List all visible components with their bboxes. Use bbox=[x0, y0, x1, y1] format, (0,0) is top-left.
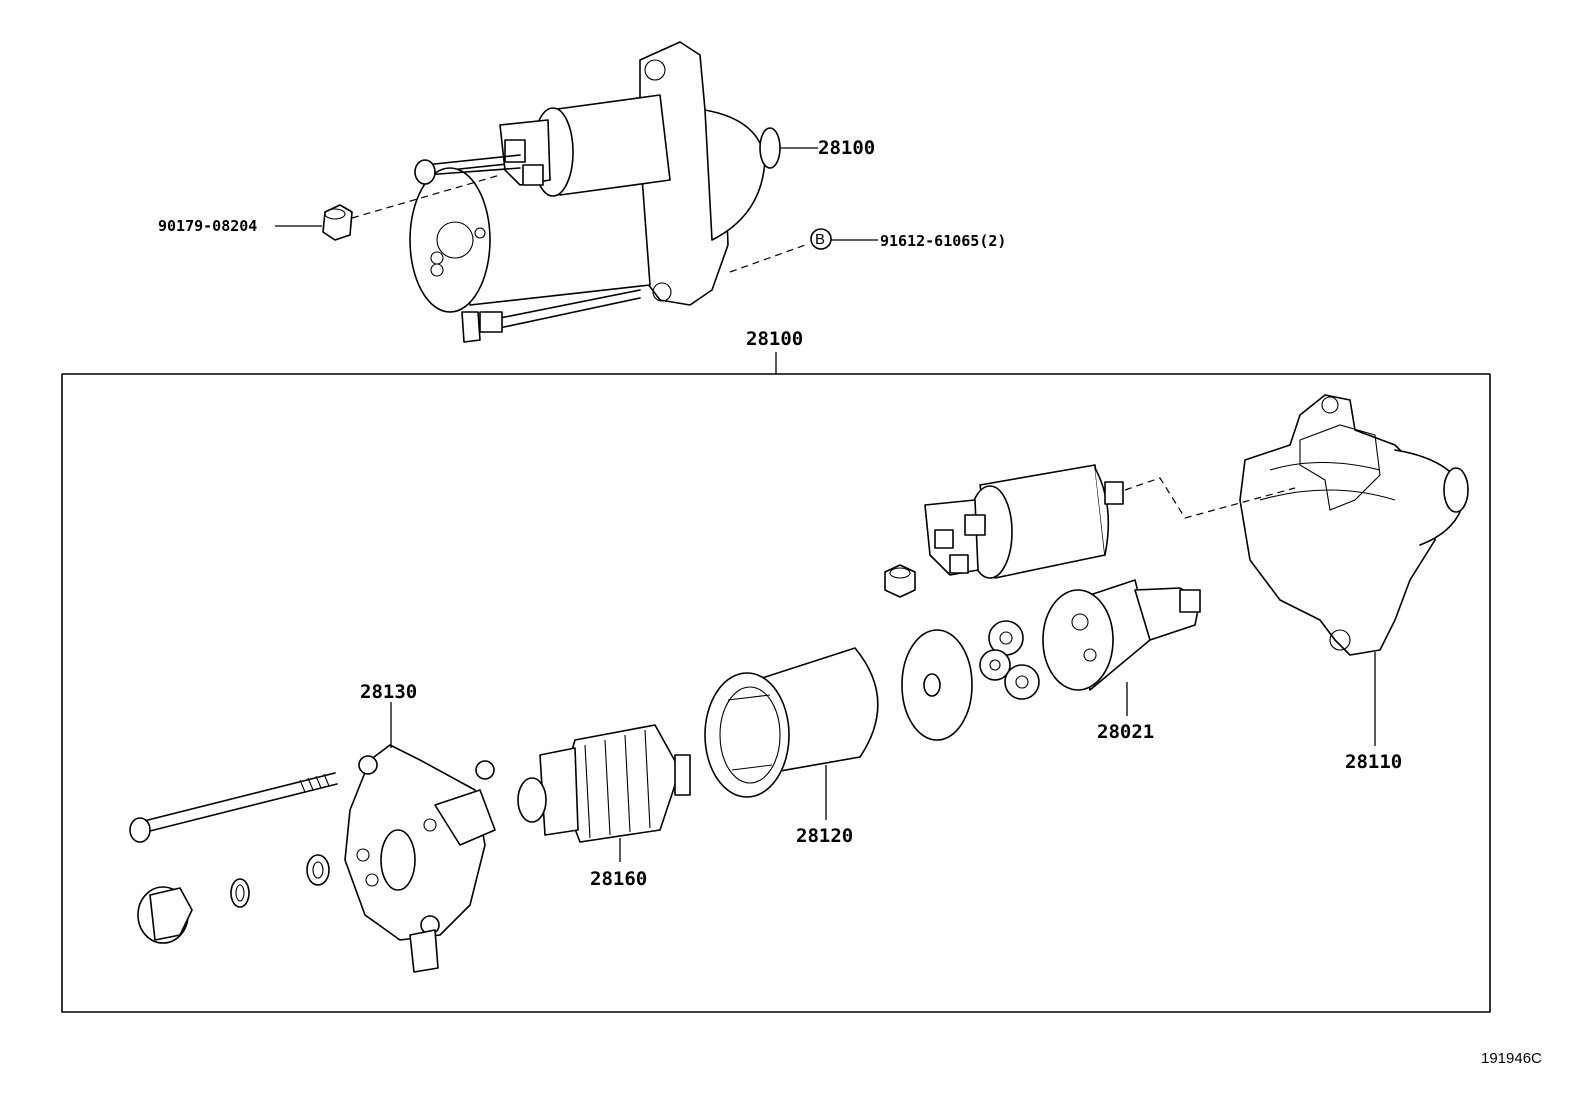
label-91612-61065: 91612-61065(2) bbox=[880, 232, 1006, 250]
label-starter-top: 28100 bbox=[818, 137, 875, 159]
bolt-dash-line bbox=[351, 174, 501, 219]
assembly-frame bbox=[61, 373, 1491, 1013]
through-bolt bbox=[129, 772, 338, 843]
starter-assembly-drawing bbox=[409, 41, 781, 343]
solenoid bbox=[924, 464, 1124, 579]
brush-holder-28130 bbox=[344, 744, 496, 973]
retaining-ring bbox=[230, 878, 250, 908]
nut-symbol: B bbox=[810, 228, 832, 250]
housing-28110 bbox=[1239, 394, 1469, 656]
label-yoke: 28120 bbox=[796, 825, 853, 847]
bolt-90179-08204 bbox=[322, 204, 353, 241]
label-assembly: 28100 bbox=[746, 328, 803, 350]
starter-clutch-28021 bbox=[1042, 579, 1201, 691]
dust-cap bbox=[137, 886, 193, 944]
armature-28160 bbox=[517, 724, 691, 843]
washer-plate bbox=[901, 629, 973, 741]
label-clutch: 28021 bbox=[1097, 721, 1154, 743]
label-housing: 28110 bbox=[1345, 751, 1402, 773]
nut-symbol-letter: B bbox=[815, 231, 825, 248]
small-nut bbox=[884, 564, 916, 598]
label-brush-holder: 28130 bbox=[360, 681, 417, 703]
figure-reference: 191946C bbox=[1481, 1050, 1542, 1067]
nut-dash-line bbox=[729, 243, 809, 273]
yoke-28120 bbox=[704, 647, 879, 798]
label-90179-08204: 90179-08204 bbox=[158, 217, 257, 235]
planetary-gears bbox=[979, 620, 1040, 700]
label-armature: 28160 bbox=[590, 868, 647, 890]
washer bbox=[306, 854, 330, 886]
solenoid-dash-line bbox=[1124, 477, 1296, 519]
